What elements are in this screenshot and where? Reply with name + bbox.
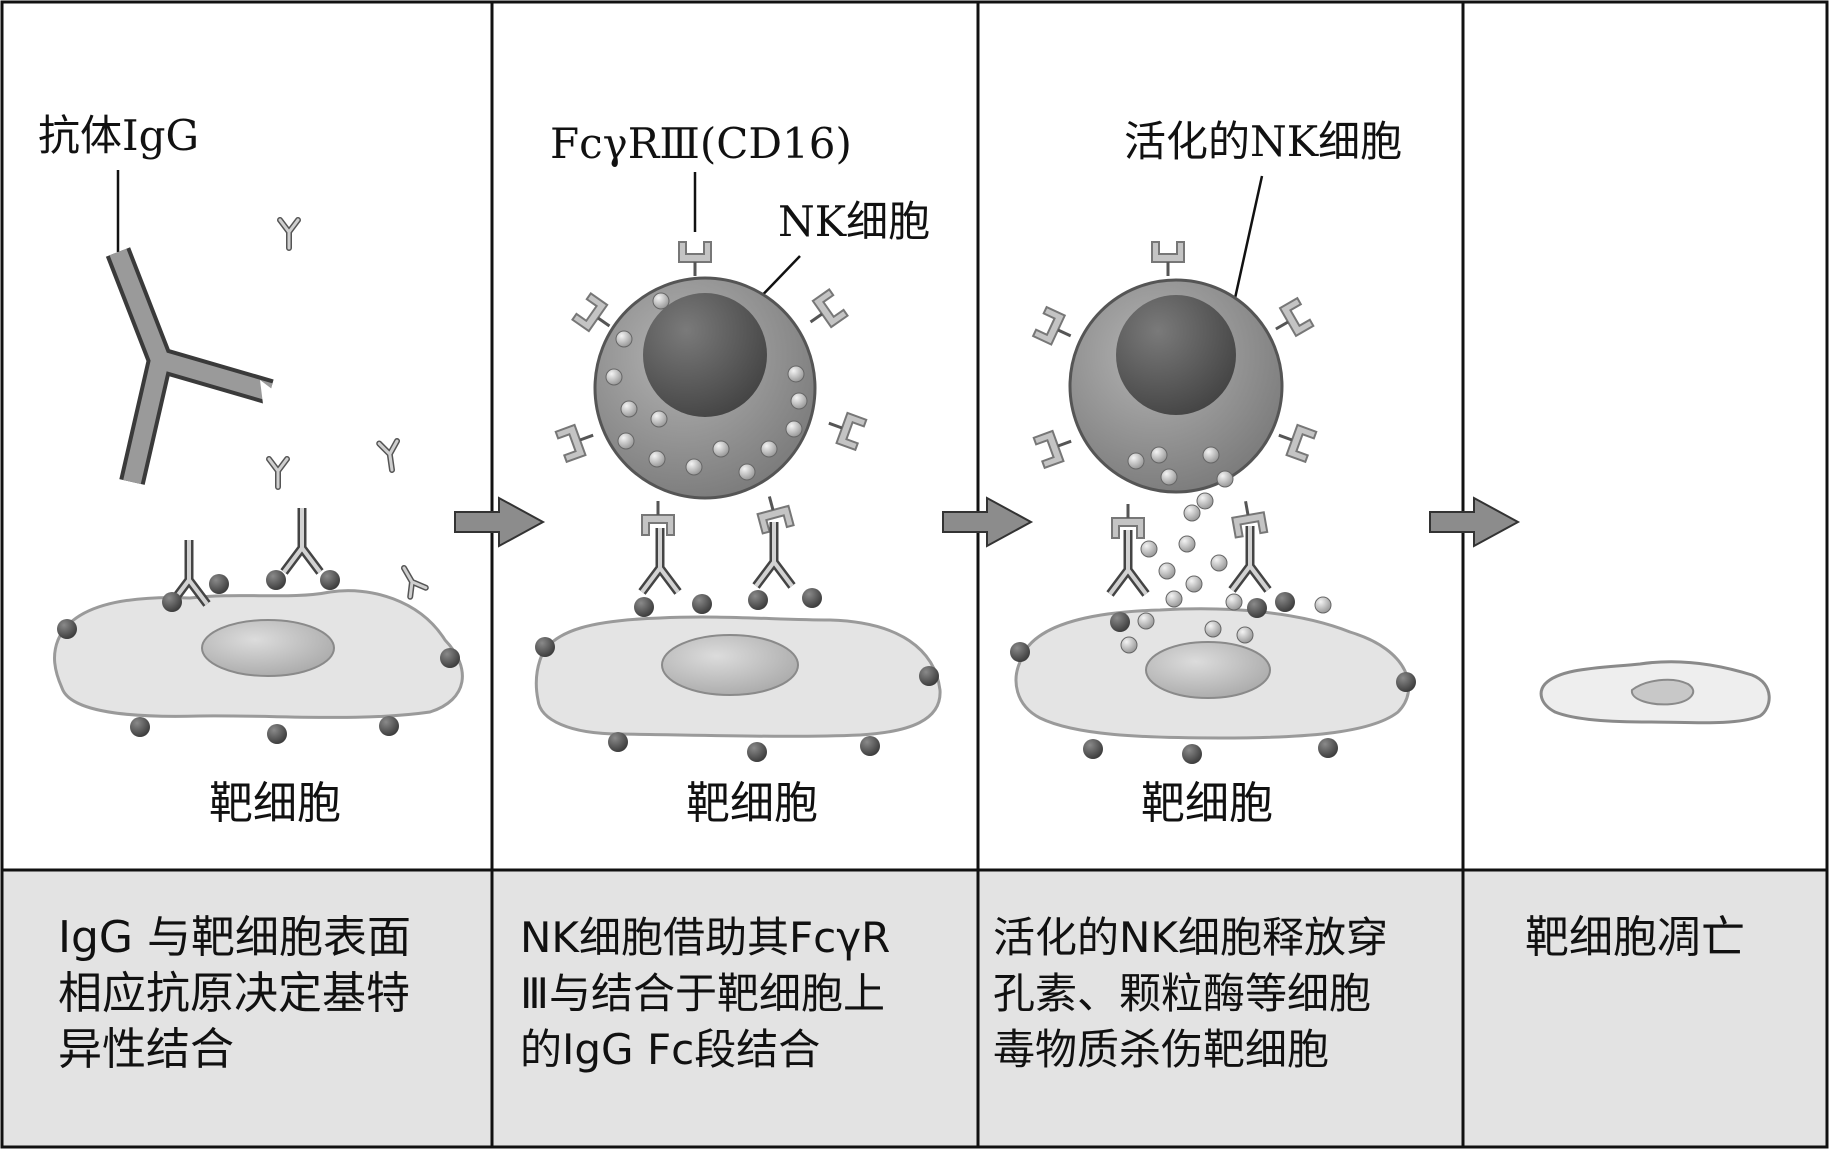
panel-2-nk-binding: FcγRⅢ(CD16) NK细胞 (534, 119, 942, 829)
large-igg-antibody (105, 247, 276, 485)
panel-4-apoptosis (1539, 660, 1771, 725)
caption-step-4: 靶细胞凋亡 (1525, 910, 1745, 966)
label-activated-nk: 活化的NK细胞 (1124, 117, 1402, 166)
caption-band (2, 870, 1827, 1147)
caption-line: 相应抗原决定基特 (58, 968, 410, 1019)
label-target-cell: 靶细胞 (1141, 778, 1273, 829)
label-target-cell: 靶细胞 (209, 778, 341, 829)
nucleus-1 (201, 619, 335, 677)
caption-step-2: NK细胞借助其FcγR Ⅲ与结合于靶细胞上 的IgG Fc段结合 (520, 910, 890, 1078)
panel-1-antibody-binding: 抗体IgG (38, 111, 464, 829)
arrow-step-1 (454, 497, 544, 547)
caption-line: 靶细胞凋亡 (1525, 912, 1745, 963)
label-antibody-igg: 抗体IgG (38, 111, 199, 160)
nucleus-3 (1145, 641, 1271, 699)
caption-line: NK细胞借助其FcγR (520, 913, 891, 962)
caption-step-3: 活化的NK细胞释放穿 孔素、颗粒酶等细胞 毒物质杀伤靶细胞 (993, 910, 1388, 1078)
bound-antibody (642, 528, 678, 592)
caption-line: 毒物质杀伤靶细胞 (993, 1025, 1330, 1074)
label-nk-cell: NK细胞 (778, 197, 930, 246)
caption-line: 活化的NK细胞释放穿 (993, 913, 1388, 962)
arrow-step-3 (1429, 497, 1519, 547)
bound-antibody (284, 508, 320, 572)
target-cell-2 (534, 615, 942, 738)
label-target-cell: 靶细胞 (686, 778, 818, 829)
target-cell-1 (53, 589, 464, 719)
caption-line: 异性结合 (58, 1024, 234, 1075)
caption-line: 孔素、颗粒酶等细胞 (993, 969, 1372, 1018)
caption-step-1: IgG 与靶细胞表面 相应抗原决定基特 异性结合 (58, 910, 411, 1078)
free-antibodies (269, 220, 426, 597)
target-cell-3 (1014, 607, 1411, 740)
nk-nucleus (1116, 295, 1236, 415)
caption-line: 的IgG Fc段结合 (520, 1025, 821, 1074)
nk-cell-3 (1068, 278, 1284, 510)
nucleus-2 (661, 634, 799, 696)
condensed-nucleus (1630, 678, 1695, 706)
bound-antibody (1110, 530, 1146, 594)
label-receptor-cd16: FcγRⅢ(CD16) (550, 119, 852, 168)
caption-line: Ⅲ与结合于靶细胞上 (520, 969, 885, 1018)
nk-nucleus (643, 293, 767, 417)
caption-line: IgG 与靶细胞表面 (58, 912, 411, 963)
nk-cell-2 (593, 276, 817, 500)
arrow-step-2 (942, 497, 1032, 547)
panel-3-nk-activation: 活化的NK细胞 (1010, 117, 1416, 829)
